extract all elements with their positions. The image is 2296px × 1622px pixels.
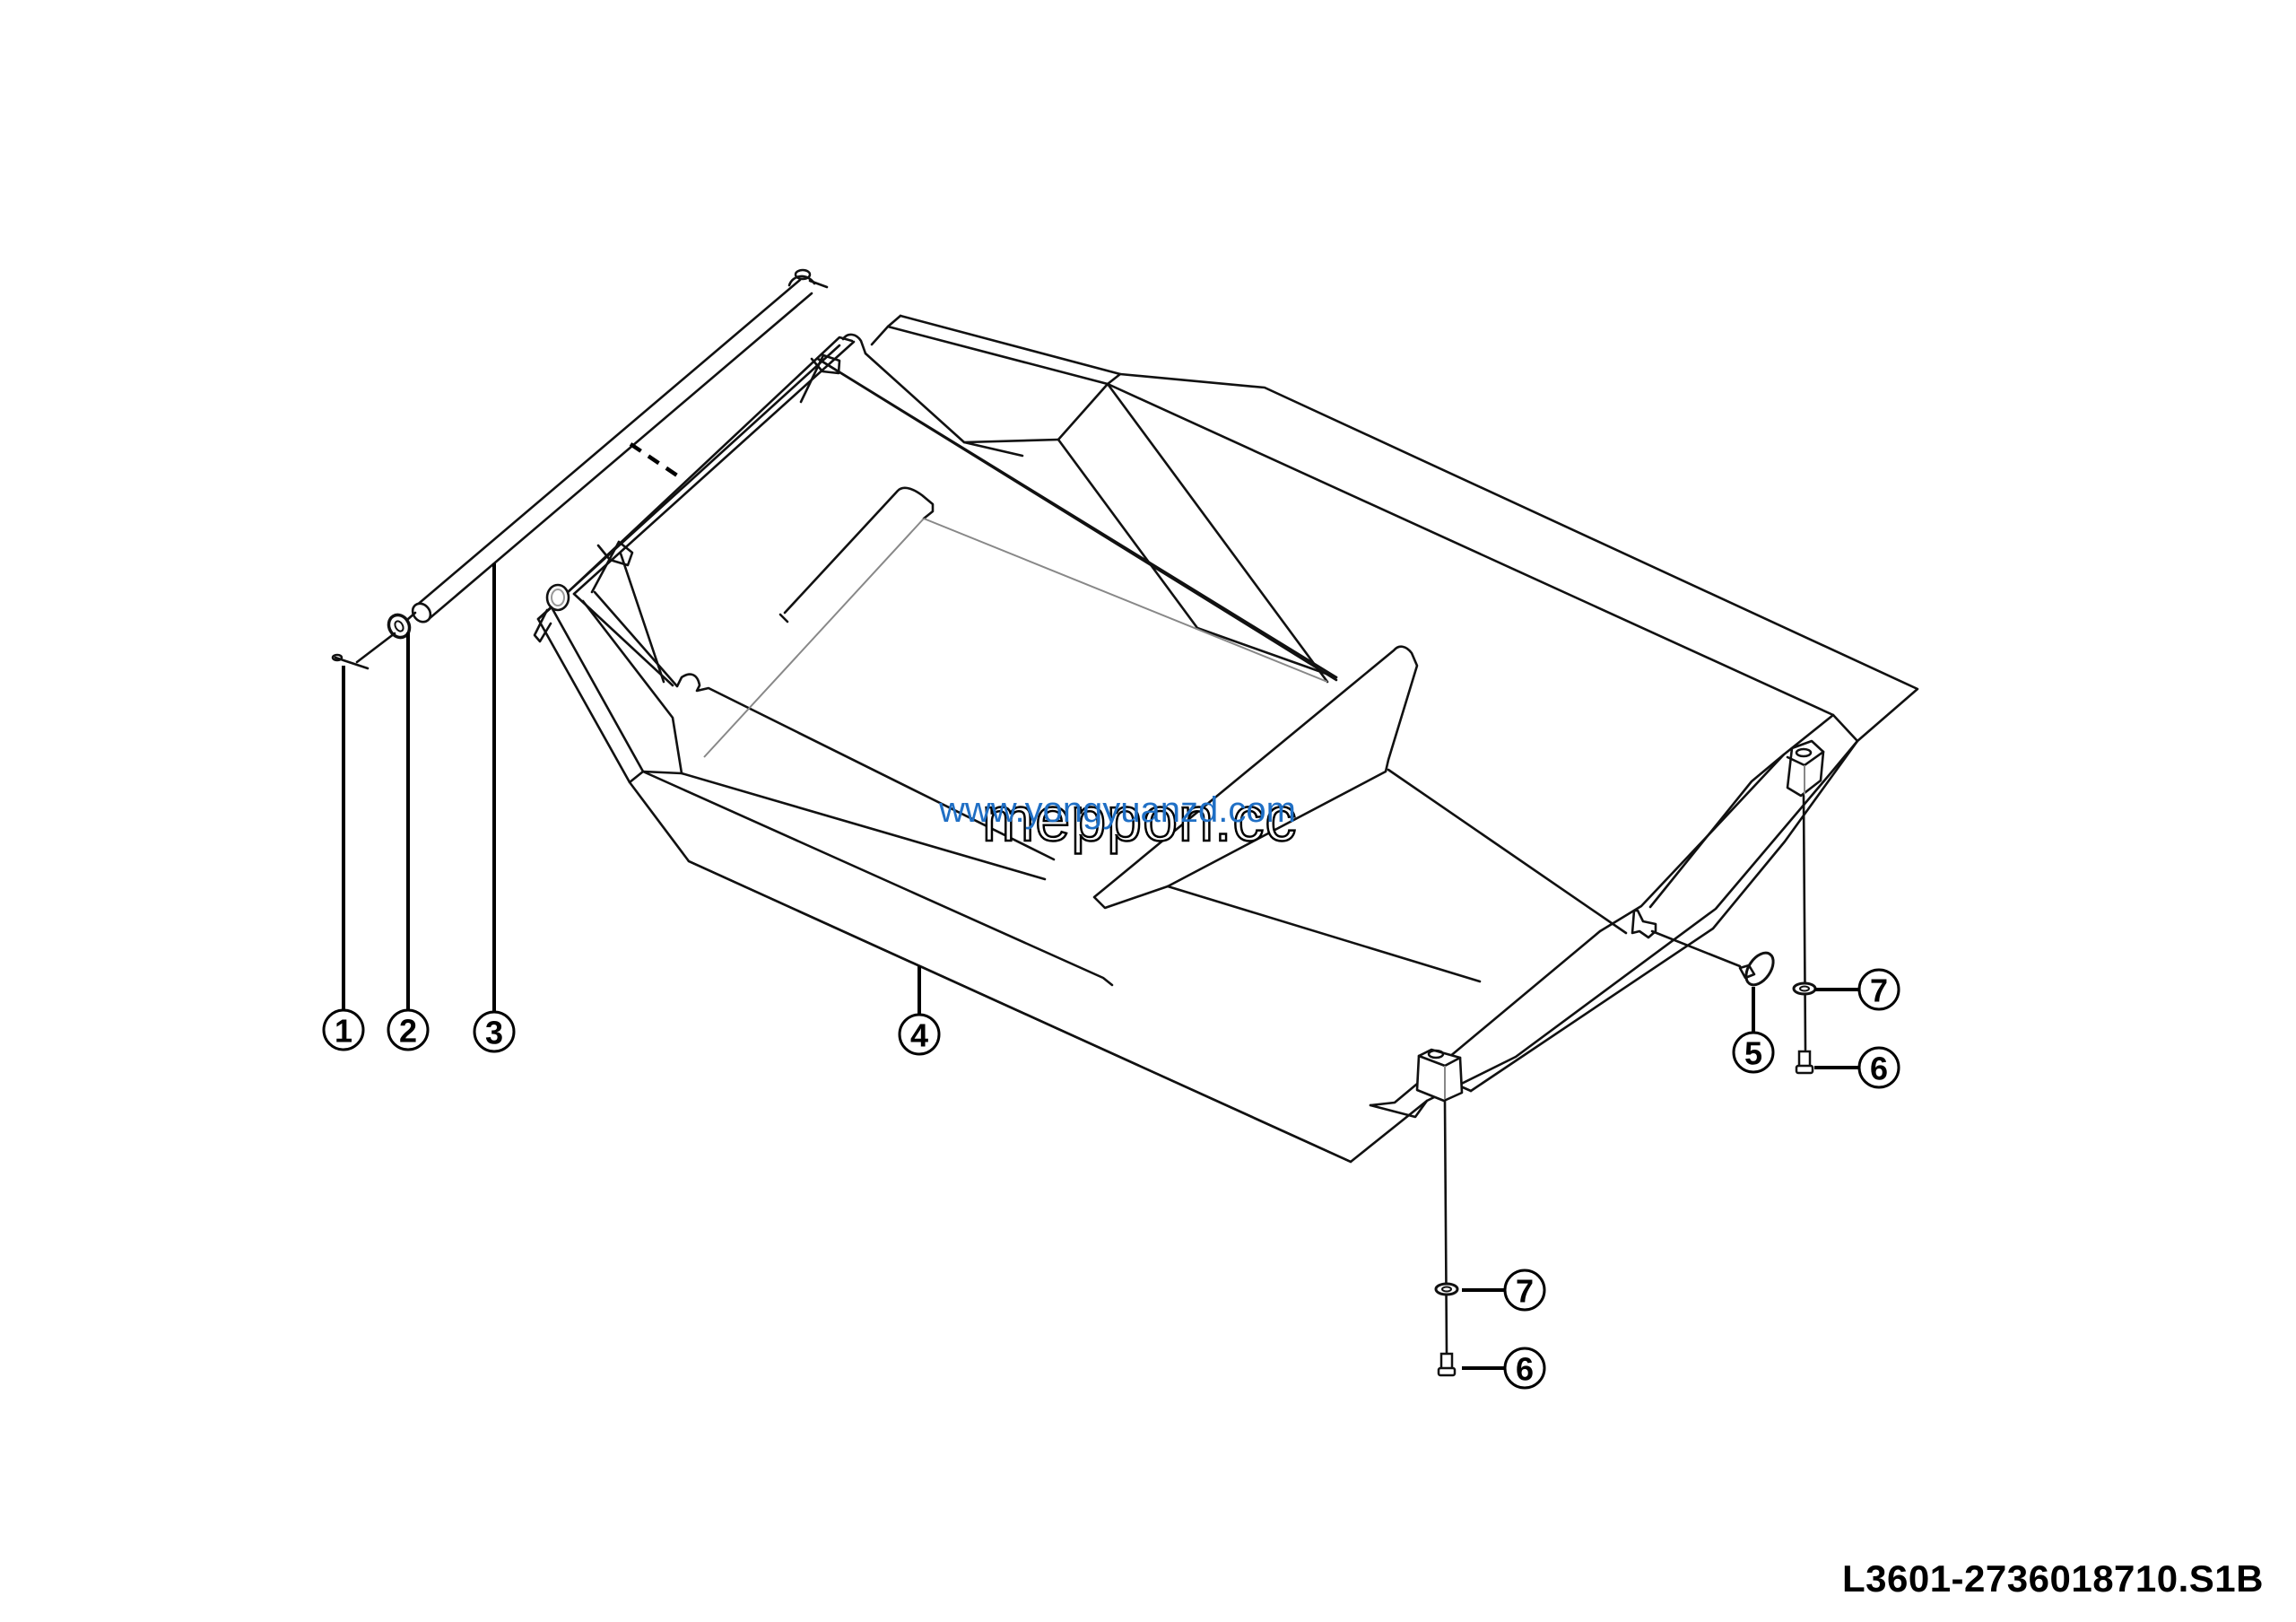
skid-plate-part-4	[533, 314, 1919, 1164]
callout-1-cotter-pin: 1	[322, 666, 365, 1051]
washer-part-2	[387, 611, 417, 640]
callout-number: 1	[335, 1013, 352, 1050]
callout-group: 1 2 3 4 5 7 6 7 6	[322, 563, 1900, 1390]
callout-circle	[1503, 1347, 1546, 1390]
callout-4-skid-plate: 4	[898, 966, 941, 1056]
drawing-id-label: L3601-2736018710.S1B	[1841, 1557, 2264, 1600]
callout-number: 7	[1516, 1273, 1534, 1310]
watermark-outlined: meppon.cc	[981, 784, 1298, 854]
callout-circle	[898, 1013, 941, 1056]
callout-7-washer: 7	[1814, 968, 1900, 1011]
callout-number: 5	[1744, 1035, 1762, 1072]
callout-circle	[1857, 968, 1900, 1011]
callout-number: 2	[399, 1013, 417, 1050]
callout-circle	[1503, 1269, 1546, 1312]
callout-3-hinge-pin: 3	[473, 563, 516, 1053]
callout-number: 6	[1870, 1051, 1888, 1087]
hinge-pin-part-3	[411, 268, 829, 624]
callout-number: 7	[1870, 972, 1888, 1009]
fastener-stack-right	[1792, 794, 1817, 1075]
callout-circle	[1857, 1046, 1900, 1089]
watermark-blue: www.yongyuanzd.com	[939, 790, 1296, 830]
quick-release-pin-part-5	[1650, 929, 1775, 987]
callout-number: 3	[485, 1015, 503, 1051]
callout-6-bolt: 6	[1814, 1046, 1900, 1089]
cotter-pin-part-1	[331, 632, 396, 670]
callout-number: 6	[1516, 1351, 1534, 1388]
callout-circle	[1732, 1031, 1775, 1074]
callout-circle	[322, 1008, 365, 1051]
callout-number: 4	[910, 1017, 928, 1054]
callout-5-quick-release-pin: 5	[1732, 987, 1775, 1074]
callout-circle	[473, 1010, 516, 1053]
callout-7-washer: 7	[1462, 1269, 1546, 1312]
callout-6-bolt: 6	[1462, 1347, 1546, 1390]
callout-circle	[387, 1008, 430, 1051]
fastener-stack-left	[1434, 1099, 1459, 1377]
callout-2-washer: 2	[387, 632, 430, 1051]
